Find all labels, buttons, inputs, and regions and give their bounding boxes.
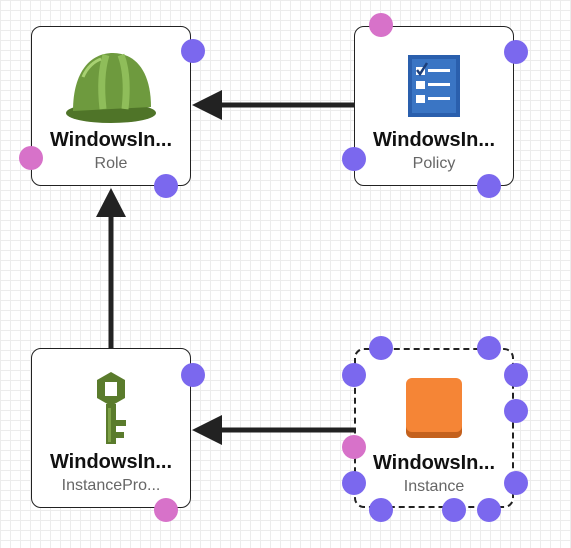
connection-handle[interactable] [504,399,528,423]
connection-handle-active[interactable] [154,498,178,522]
node-policy-type: Policy [412,155,456,172]
connection-handle[interactable] [477,174,501,198]
connection-handle[interactable] [342,363,366,387]
node-instance[interactable]: WindowsIn... Instance [354,348,514,508]
node-role-title: WindowsIn... [49,129,173,151]
node-instance-profile-title: WindowsIn... [49,451,173,473]
connection-handle-active[interactable] [19,146,43,170]
connection-handle[interactable] [477,336,501,360]
connection-handle[interactable] [181,39,205,63]
hard-hat-icon [32,41,190,131]
edge-instanceprofile-to-role[interactable] [96,188,126,348]
node-instance-profile[interactable]: WindowsIn... InstancePro... [31,348,191,508]
node-policy[interactable]: WindowsIn... Policy [354,26,514,186]
connection-handle[interactable] [477,498,501,522]
connection-handle[interactable] [504,363,528,387]
node-instance-profile-type: InstancePro... [61,477,161,494]
connection-handle[interactable] [154,174,178,198]
connection-handle[interactable] [442,498,466,522]
node-policy-title: WindowsIn... [372,129,496,151]
node-instance-type: Instance [403,478,465,495]
edge-instance-to-instanceprofile[interactable] [192,415,354,445]
connection-handle[interactable] [369,336,393,360]
checklist-icon [355,41,513,131]
node-role-type: Role [94,155,128,172]
connection-handle[interactable] [369,498,393,522]
ec2-instance-icon [356,364,512,454]
edge-policy-to-role[interactable] [192,90,354,120]
connection-handle-active[interactable] [342,435,366,459]
connection-handle-active[interactable] [369,13,393,37]
connection-handle[interactable] [181,363,205,387]
node-instance-title: WindowsIn... [372,452,496,474]
key-icon [32,363,190,453]
connection-handle[interactable] [504,471,528,495]
connection-handle[interactable] [342,147,366,171]
connection-handle[interactable] [504,40,528,64]
connection-handle[interactable] [342,471,366,495]
node-role[interactable]: WindowsIn... Role [31,26,191,186]
